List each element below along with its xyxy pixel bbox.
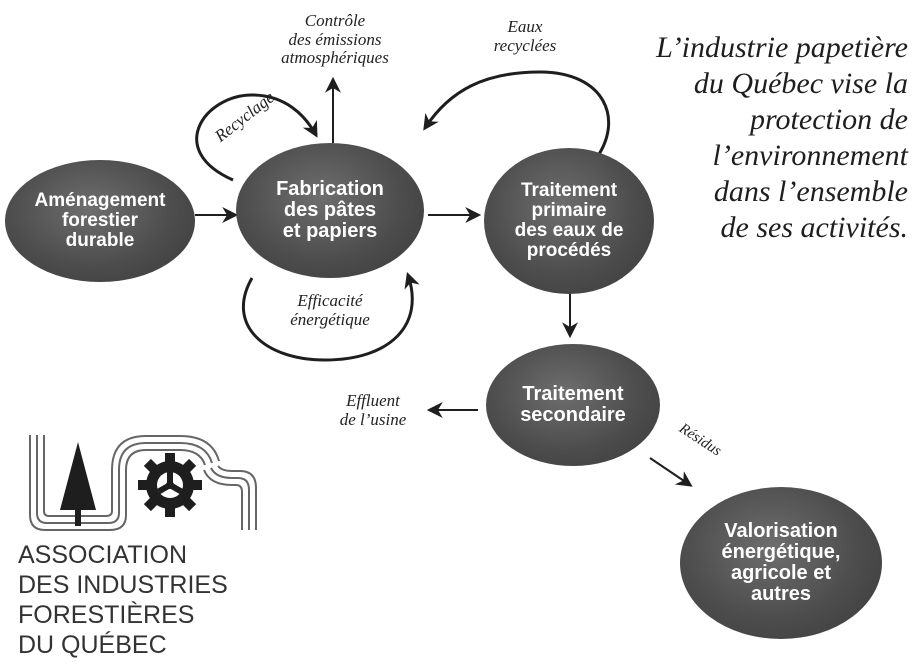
node-traitement-primaire: Traitement primaire des eaux de procédés [484,148,654,294]
arrow-recyclage-loop [195,93,318,182]
label-eaux-recyclees: Eaux recyclées [493,17,557,55]
aifq-logo [29,435,257,531]
label-efficacite-energetique: Efficacité énergétique [290,291,370,329]
node-fabrication: Fabrication des pâtes et papiers [236,143,424,278]
arrow-eaux-recyclees-loop [423,70,611,161]
tagline: L’industrie papetière du Québec vise la … [656,31,908,244]
label-controle-emissions: Contrôle des émissions atmosphériques [281,11,389,68]
association-name: ASSOCIATION DES INDUSTRIES FORESTIÈRES D… [18,541,228,659]
node-valorisation: Valorisation énergétique, agricole et au… [680,487,882,639]
node-amenagement-forestier: Aménagement forestier durable [5,160,195,282]
label-effluent: Effluent de l’usine [339,391,407,429]
arrow-to-valorisation [649,457,693,487]
node-traitement-secondaire: Traitement secondaire [486,344,660,466]
arrow-efficacite-loop [241,271,420,362]
